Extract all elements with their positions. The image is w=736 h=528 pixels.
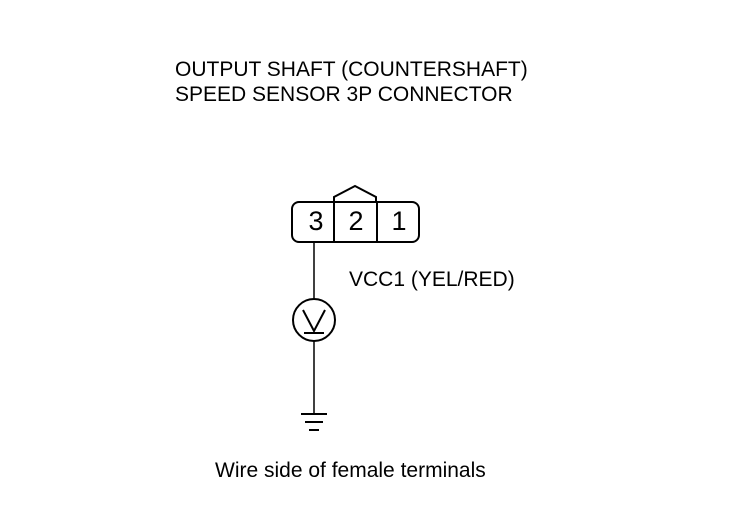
diagram-title-line-2: SPEED SENSOR 3P CONNECTOR <box>175 83 513 106</box>
ground-icon <box>301 413 327 431</box>
connector-lock-tab <box>333 184 377 202</box>
diagram-caption: Wire side of female terminals <box>215 459 486 482</box>
connector-pin-1: 1 <box>391 206 407 236</box>
connector-3p <box>291 184 420 243</box>
connector-pin-3: 3 <box>308 206 324 236</box>
voltmeter-icon <box>292 298 336 342</box>
wire-label: VCC1 (YEL/RED) <box>349 268 515 291</box>
connector-pin-2: 2 <box>348 206 364 236</box>
connector-body <box>291 201 420 243</box>
diagram-title-line-1: OUTPUT SHAFT (COUNTERSHAFT) <box>175 58 528 81</box>
